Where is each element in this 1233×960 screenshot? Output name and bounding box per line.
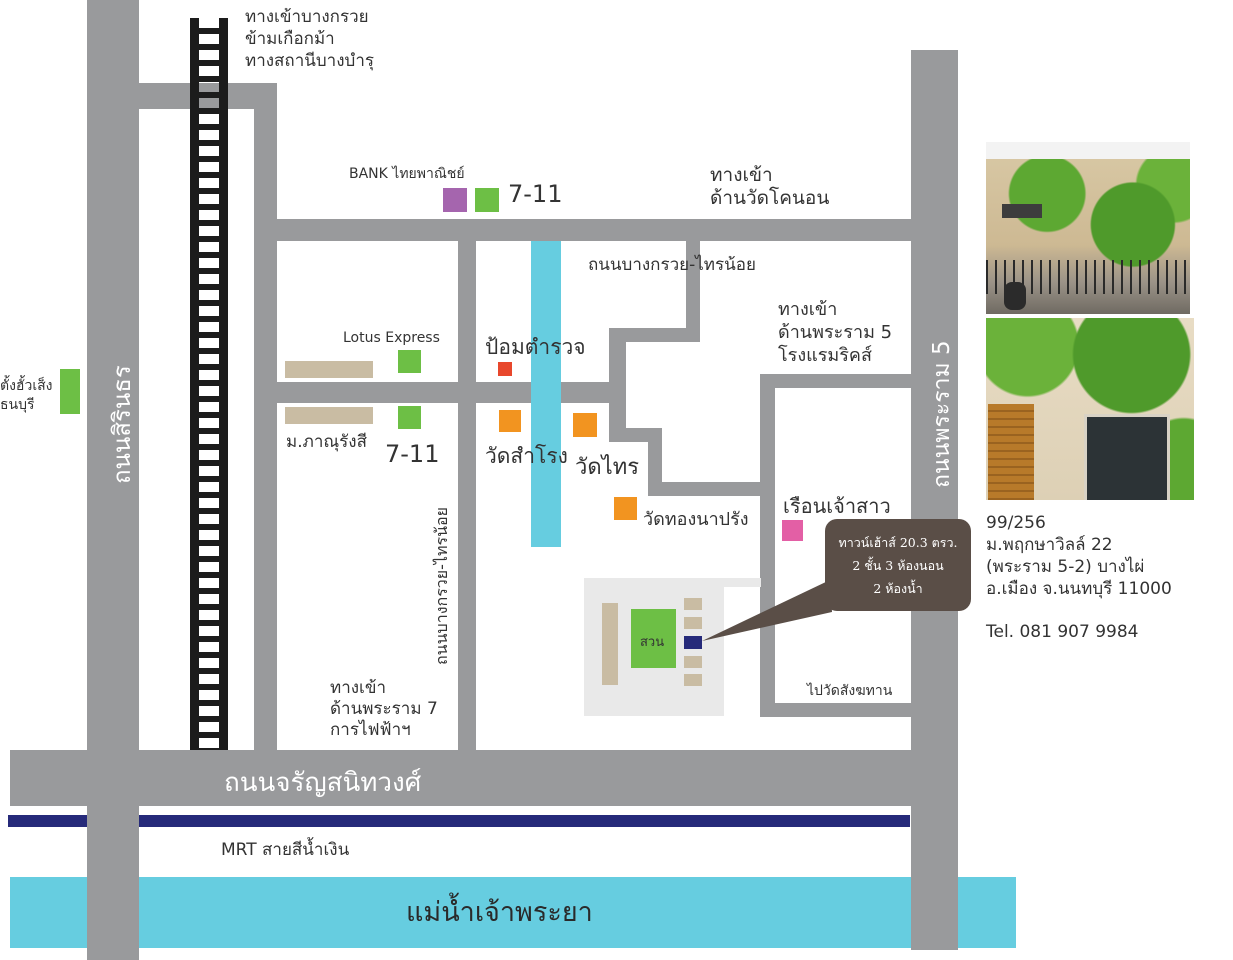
canal xyxy=(531,241,561,547)
river-label: แม่น้ำเจ้าพระยา xyxy=(406,897,593,928)
road-bangkruai-top-label: ถนนบางกรวย-ไทรน้อย xyxy=(588,255,756,275)
entrance-rama5-label: ทางเข้า ด้านพระราม 5 โรงแรมริคส์ xyxy=(778,298,892,367)
road-branch-6 xyxy=(648,482,775,496)
tang-hua-seng-marker xyxy=(60,369,80,414)
label-line: ทางเข้าบางกรวย xyxy=(245,7,369,27)
road-bangkruai-vertical-label: ถนนบางกรวย-ไทรน้อย xyxy=(432,506,451,665)
phanrungsi-label: ม.ภาณุรังสี xyxy=(286,432,367,452)
road-soi-vertical xyxy=(760,374,775,717)
road-charan xyxy=(10,750,911,806)
building-lotus-area xyxy=(285,361,373,378)
police-label: ป้อมตำรวจ xyxy=(485,335,586,359)
label-line: โรงแรมริคส์ xyxy=(778,345,872,366)
road-branch-2 xyxy=(609,328,700,342)
bank-marker xyxy=(443,188,467,212)
road-sirinthorn-label: ถนนสิรินธร xyxy=(108,365,136,484)
road-charan-label: ถนนจรัญสนิทวงศ์ xyxy=(224,768,422,798)
house-info-callout: ทาวน์เฮ้าส์ 20.3 ตรว. 2 ชั้น 3 ห้องนอน 2… xyxy=(825,519,971,611)
address-block: 99/256 ม.พฤกษาวิลล์ 22 (พระราม 5-2) บางไ… xyxy=(986,512,1172,600)
home-marker[interactable] xyxy=(684,636,702,649)
road-branch-3 xyxy=(609,328,626,430)
label-line: ด้านพระราม 5 xyxy=(778,322,893,343)
wat-thong-label: วัดทองนาปรัง xyxy=(643,509,749,530)
house-photo-entrance xyxy=(986,318,1194,500)
label-line: ด้านพระราม 7 xyxy=(330,699,438,719)
callout-line: ทาวน์เฮ้าส์ 20.3 ตรว. xyxy=(838,535,958,550)
wat-sai-label: วัดไทร xyxy=(575,455,640,480)
road-bangkruai-vertical xyxy=(458,241,476,750)
address-line: 99/256 xyxy=(986,513,1046,533)
label-line: ทางเข้า xyxy=(330,678,387,698)
glass-door xyxy=(1084,414,1170,500)
house-window xyxy=(1002,204,1042,218)
lotus-label: Lotus Express xyxy=(343,330,440,346)
road-sangkhathan xyxy=(760,703,922,717)
label-line: การไฟฟ้าฯ xyxy=(330,720,411,740)
village-unit xyxy=(684,674,702,686)
address-line: (พระราม 5-2) บางไผ่ xyxy=(986,557,1145,577)
garden xyxy=(631,609,676,668)
wat-samrong-marker xyxy=(499,410,521,432)
label-line: ข้ามเกือกม้า xyxy=(245,29,335,49)
police-marker xyxy=(498,362,512,376)
village-unit xyxy=(684,617,702,629)
chao-phraya-river xyxy=(10,877,1016,948)
road-branch-1 xyxy=(686,241,700,341)
village-unit xyxy=(684,598,702,610)
tang-hua-seng-label: ตั้งฮั้วเส็ง ธนบุรี xyxy=(0,377,53,415)
bride-house-label: เรือนเจ้าสาว xyxy=(783,494,891,518)
address-line: ม.พฤกษาวิลล์ 22 xyxy=(986,535,1113,555)
road-branch-5 xyxy=(648,428,662,496)
mrt-label: MRT สายสีน้ำเงิน xyxy=(221,840,350,860)
road-top-link xyxy=(87,83,277,109)
road-bangkruai-top xyxy=(254,219,958,241)
village-building-left xyxy=(602,603,618,685)
callout-line: 2 ห้องน้ำ xyxy=(873,581,923,596)
phone-number[interactable]: Tel. 081 907 9984 xyxy=(986,622,1139,642)
village-entry-road xyxy=(700,578,761,587)
mrt-blue-line xyxy=(8,815,910,827)
building-phanrungsi xyxy=(285,407,373,424)
entrance-bangkruai-label: ทางเข้าบางกรวย ข้ามเกือกม้า ทางสถานีบางบ… xyxy=(245,6,374,72)
label-line: ตั้งฮั้วเส็ง xyxy=(0,378,53,394)
garden-label: สวน xyxy=(640,635,665,650)
entrance-wat-khanon-label: ทางเข้า ด้านวัดโคนอน xyxy=(710,164,829,210)
motorbike xyxy=(1004,282,1026,310)
wooden-door xyxy=(988,404,1034,500)
house-photo-exterior xyxy=(986,142,1190,314)
road-soi-top xyxy=(760,374,911,388)
road-rama5-label: ถนนพระราม 5 xyxy=(929,340,955,488)
callout-line: 2 ชั้น 3 ห้องนอน xyxy=(852,558,944,573)
seven-eleven-mid-label: 7-11 xyxy=(385,440,440,468)
address-line: อ.เมือง จ.นนทบุรี 11000 xyxy=(986,579,1172,599)
road-rama5 xyxy=(911,50,958,950)
road-inner-left-vertical xyxy=(254,83,277,750)
seven-eleven-top-label: 7-11 xyxy=(508,180,563,208)
seven-eleven-mid-marker xyxy=(398,406,421,429)
label-line: ด้านวัดโคนอน xyxy=(710,187,830,209)
label-line: ทางสถานีบางบำรุ xyxy=(245,51,374,71)
bank-label: BANK ไทยพาณิชย์ xyxy=(349,166,465,182)
label-line: ทางเข้า xyxy=(778,299,838,320)
wat-samrong-label: วัดสำโรง xyxy=(485,444,568,468)
road-cross-horizontal xyxy=(277,382,609,403)
lotus-marker xyxy=(398,350,421,373)
label-line: ธนบุรี xyxy=(0,397,35,413)
entrance-rama7-label: ทางเข้า ด้านพระราม 7 การไฟฟ้าฯ xyxy=(330,678,438,741)
seven-eleven-top-marker xyxy=(475,188,499,212)
village-unit xyxy=(684,656,702,668)
label-line: ทางเข้า xyxy=(710,164,773,186)
callout-pointer xyxy=(702,580,832,641)
sangkhathan-label: ไปวัดสังฆทาน xyxy=(807,683,893,699)
wat-sai-marker xyxy=(573,413,597,437)
bride-house-marker xyxy=(782,520,803,541)
railway-track xyxy=(190,18,228,750)
wat-thong-marker xyxy=(614,497,637,520)
